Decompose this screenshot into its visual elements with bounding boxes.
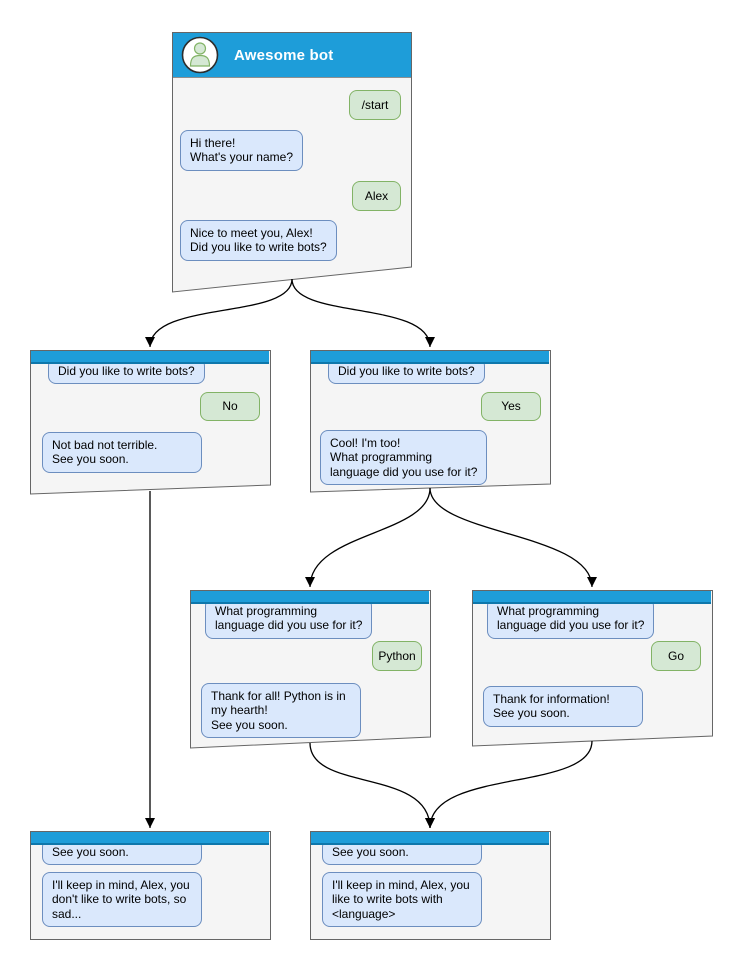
bot-message-bubble: I'll keep in mind, Alex, you don't like … <box>42 872 202 928</box>
window-title: Awesome bot <box>234 46 334 64</box>
bot-message-bubble: Cool! I'm too! What programming language… <box>320 430 488 486</box>
chat-window-branch-no: Did you like to write bots? No Not bad n… <box>30 350 270 495</box>
chat-window-branch-yes: Did you like to write bots? Yes Cool! I'… <box>310 350 550 493</box>
window-titlebar <box>311 351 549 364</box>
window-titlebar <box>311 832 549 845</box>
user-message-bubble: /start <box>349 90 401 120</box>
chat-window-go: What programming language did you use fo… <box>472 590 712 746</box>
bot-message-bubble: What programming language did you use fo… <box>487 598 655 639</box>
bot-message-bubble: Nice to meet you, Alex! Did you like to … <box>180 220 337 261</box>
chat-window-start: Awesome bot /start Hi there! What's your… <box>172 32 412 292</box>
connector-start-to-yes <box>291 278 435 348</box>
bot-message-bubble: I'll keep in mind, Alex, you like to wri… <box>322 872 482 928</box>
bot-avatar <box>181 36 219 74</box>
bot-message-bubble: What programming language did you use fo… <box>205 598 373 639</box>
chat-window-final-no: See you soon. I'll keep in mind, Alex, y… <box>30 831 270 940</box>
window-titlebar <box>191 591 429 604</box>
bot-message-bubble: Not bad not terrible. See you soon. <box>42 432 202 473</box>
connector-go-to-final-yes <box>425 740 593 829</box>
bot-message-bubble: Hi there! What's your name? <box>180 130 304 171</box>
bot-message-bubble: Thank for information! See you soon. <box>483 686 643 727</box>
window-titlebar <box>31 351 269 364</box>
user-message-bubble: Yes <box>481 392 541 421</box>
window-titlebar <box>31 832 269 845</box>
user-message-bubble: Python <box>372 641 422 671</box>
user-message-bubble: Go <box>651 641 701 671</box>
connector-python-to-final-yes <box>309 742 435 829</box>
user-message-bubble: Alex <box>352 181 401 211</box>
connector-yes-to-python <box>305 487 431 588</box>
person-icon <box>189 42 211 67</box>
chat-window-python: What programming language did you use fo… <box>190 590 430 748</box>
window-titlebar <box>473 591 711 604</box>
connector-start-to-no <box>145 278 293 348</box>
connector-yes-to-go <box>429 487 597 588</box>
window-titlebar: Awesome bot <box>173 33 411 78</box>
bot-message-bubble: Thank for all! Python is in my hearth! S… <box>201 683 361 739</box>
chat-window-final-yes: See you soon. I'll keep in mind, Alex, y… <box>310 831 550 940</box>
user-message-bubble: No <box>200 392 260 421</box>
